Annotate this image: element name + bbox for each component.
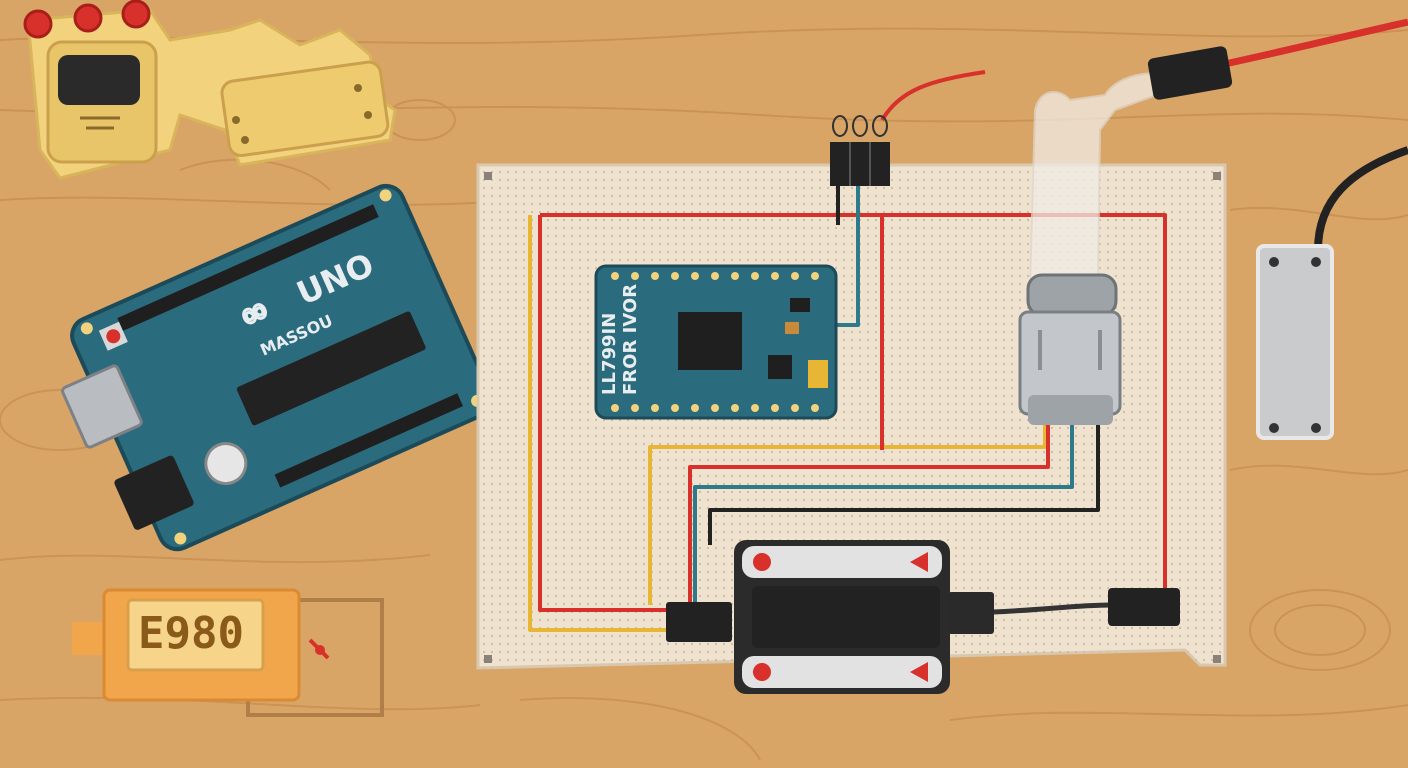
motor-driver-module: LL799IN FROR IVOR [594, 264, 838, 420]
power-jack [114, 455, 194, 530]
wire-red-loose [880, 70, 986, 122]
battery-connector-left [666, 602, 732, 642]
usb-plug [1108, 588, 1180, 626]
arduino-uno-board: ∞ UNO MASSOU [61, 183, 494, 552]
driver-label-line2: FROR IVOR [620, 284, 641, 395]
wire-teal-header [835, 185, 860, 327]
wire-red-top-loop [540, 213, 1167, 590]
usb-port [61, 364, 143, 449]
battery-connector-right [948, 592, 994, 634]
joystick-board [23, 0, 397, 180]
side-sensor-module [1256, 146, 1408, 440]
display-value: E980 [138, 608, 244, 659]
wire-red-left [538, 215, 668, 612]
power-cable-top [1147, 18, 1408, 100]
battery-top [742, 546, 942, 578]
battery-bottom [742, 656, 942, 688]
wire-black-motor [708, 425, 1100, 545]
header-pins [830, 115, 890, 186]
driver-label-line1: LL799IN [599, 313, 620, 395]
battery-holder [666, 540, 1180, 694]
wire-yellow-left [528, 215, 668, 632]
driver-chip [678, 312, 742, 370]
microcontroller-chip [236, 311, 426, 426]
wire-red-motor [688, 425, 1050, 605]
seven-segment-display-module: E980 [72, 588, 384, 717]
wire-yellow-motor [648, 425, 1047, 605]
motor-pump [1018, 72, 1167, 425]
wire-traces [528, 70, 1167, 632]
wire-teal-motor [693, 425, 1074, 605]
